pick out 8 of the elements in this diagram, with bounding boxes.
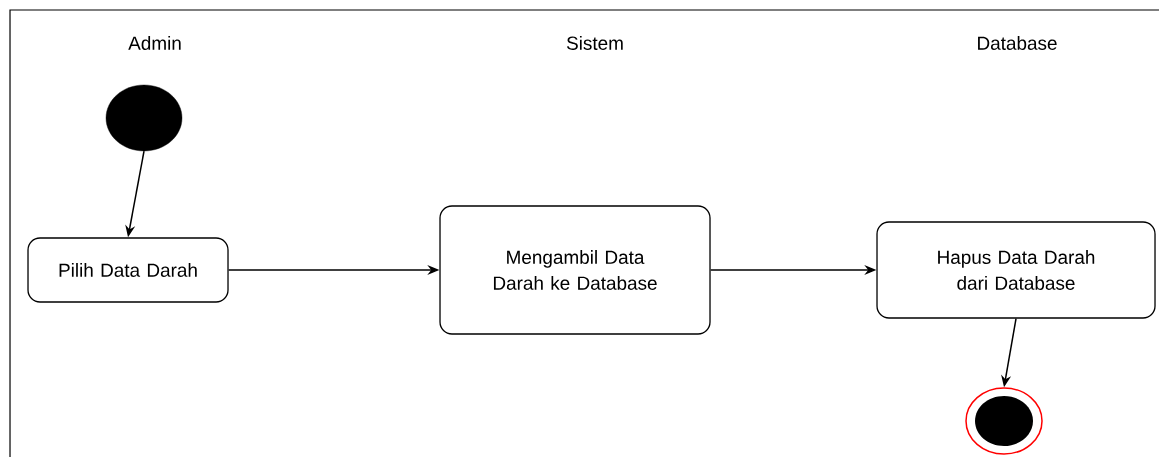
action-box: Pilih Data Darah — [27, 237, 229, 303]
lane-heading: Admin — [128, 36, 181, 50]
lane-heading: Sistem — [566, 36, 623, 50]
action-box: Hapus Data Darah dari Database — [876, 221, 1156, 319]
end-circle — [965, 387, 1043, 455]
start-circle — [105, 84, 183, 152]
lane-heading: Database — [978, 36, 1057, 50]
action-box: Mengambil Data Darah ke Database — [439, 205, 711, 335]
